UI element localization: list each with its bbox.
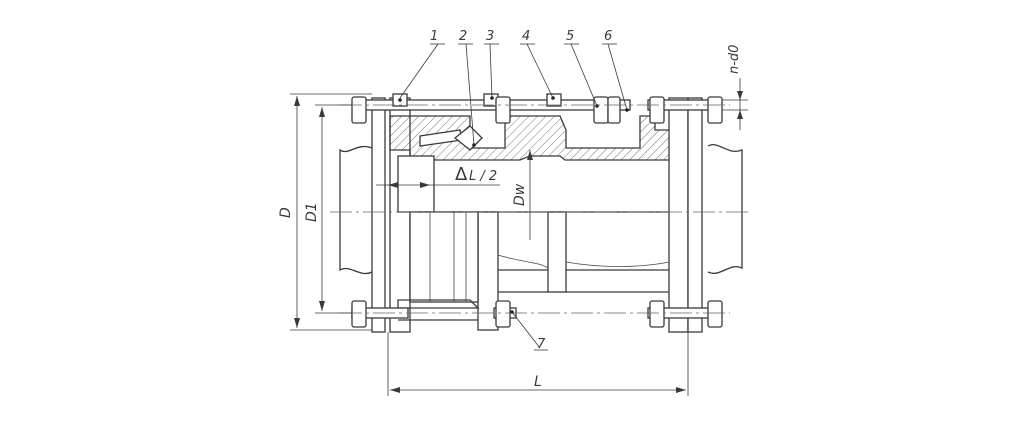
part-label-1: 1 — [430, 29, 438, 44]
part-label-2: 2 — [459, 29, 467, 44]
right-pipe-stub — [707, 144, 743, 274]
part-label-5: 5 — [566, 29, 574, 44]
dimension-delta — [376, 182, 500, 188]
hex-nuts — [351, 96, 723, 328]
dimension-D — [290, 93, 372, 331]
part-label-7: 7 — [537, 337, 546, 352]
dimension-D1 — [315, 104, 352, 314]
dimension-delta-symbol: Δ — [455, 164, 468, 185]
dimension-delta-value: L / 2 — [469, 169, 497, 184]
left-pipe-flange — [371, 97, 386, 333]
dimension-L — [387, 332, 689, 396]
dimension-D-label: D — [278, 207, 294, 218]
dimension-n-d0-label: n-d0 — [727, 45, 742, 74]
inner-telescopic-pipe — [397, 155, 690, 213]
part-label-4: 4 — [522, 29, 530, 44]
upper-tie-rod — [353, 93, 721, 111]
part-label-3: 3 — [486, 29, 494, 44]
left-pipe-stub — [339, 145, 373, 275]
right-pipe-flange — [687, 97, 703, 333]
lower-body-view — [397, 211, 670, 331]
upper-body-section — [389, 115, 691, 161]
dimension-D1-label: D1 — [304, 202, 320, 222]
part-label-6: 6 — [604, 29, 612, 44]
dimension-Dw-label: Dw — [512, 183, 528, 206]
dimension-L-label: L — [534, 374, 542, 390]
part-leaders — [398, 43, 629, 351]
dimension-Dw — [527, 150, 533, 240]
dimension-n-d0 — [722, 78, 748, 130]
right-body-flange — [668, 97, 689, 333]
